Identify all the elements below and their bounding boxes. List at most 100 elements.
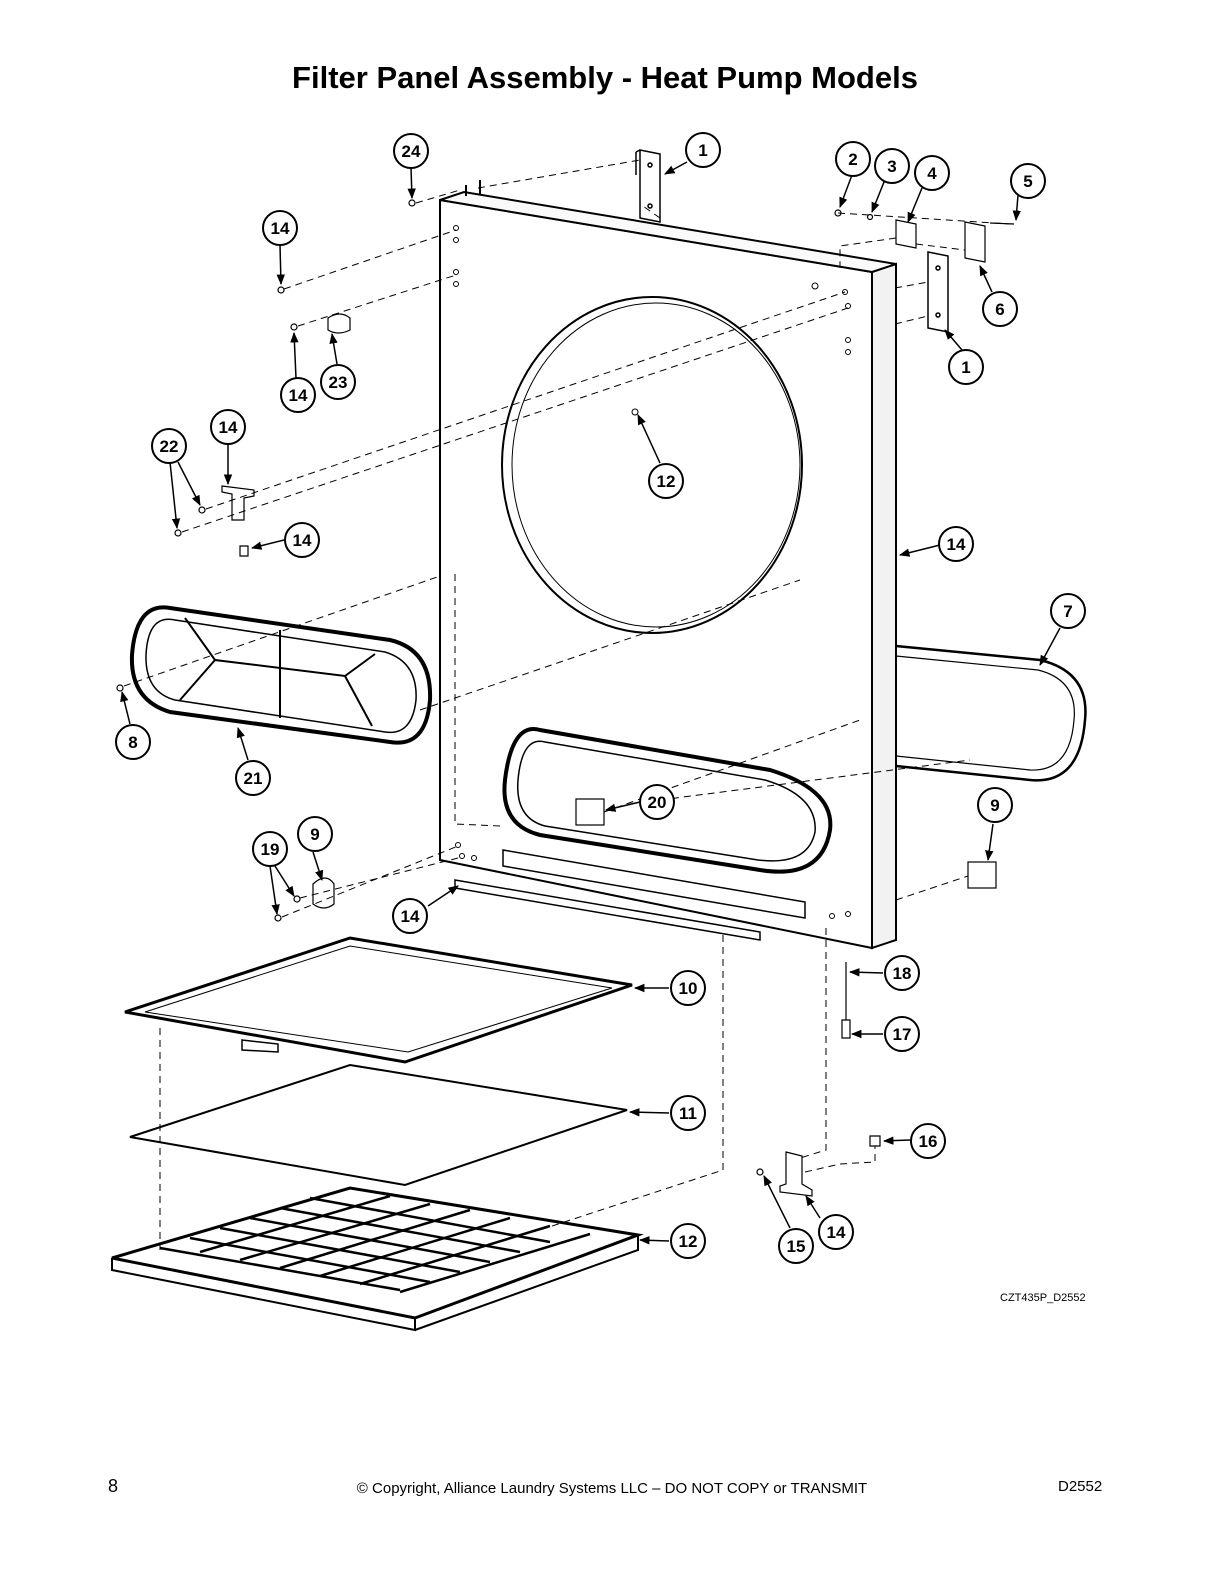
mounting-bracket-right — [927, 251, 949, 333]
page-number: 8 — [108, 1476, 119, 1496]
callout-circle — [393, 133, 429, 169]
callout-circle — [648, 463, 684, 499]
callout-circle — [284, 522, 320, 558]
callout-12: 12 — [670, 1223, 706, 1259]
callout-circle — [210, 409, 246, 445]
callout-1: 1 — [685, 132, 721, 168]
callout-circle — [392, 898, 428, 934]
callout-label: 9 — [310, 825, 319, 844]
callout-6: 6 — [982, 291, 1018, 327]
bottom-channel — [454, 849, 806, 941]
callout-circle — [639, 784, 675, 820]
callout-label: 14 — [271, 219, 290, 238]
callout-circle — [235, 760, 271, 796]
callout-16: 16 — [910, 1123, 946, 1159]
callout-8: 8 — [115, 724, 151, 760]
callout-circle — [297, 816, 333, 852]
alignment-lines — [123, 159, 1011, 1250]
mounting-bracket-top — [635, 149, 661, 223]
callout-label: 1 — [961, 358, 970, 377]
callout-15: 15 — [778, 1228, 814, 1264]
callout-20: 20 — [639, 784, 675, 820]
callout-circle — [977, 787, 1013, 823]
filter-frame — [124, 936, 633, 1064]
document-code: D2552 — [1058, 1478, 1103, 1495]
callout-11: 11 — [670, 1095, 706, 1131]
callout-label: 2 — [848, 150, 857, 169]
callout-circle — [874, 148, 910, 184]
callout-circle — [884, 955, 920, 991]
callout-label: 5 — [1023, 172, 1032, 191]
callout-label: 15 — [787, 1237, 806, 1256]
callout-circle — [910, 1123, 946, 1159]
callout-14: 14 — [262, 210, 298, 246]
callout-label: 20 — [648, 793, 667, 812]
callout-label: 18 — [893, 964, 912, 983]
callout-label: 24 — [402, 142, 421, 161]
copyright-notice: © Copyright, Alliance Laundry Systems LL… — [356, 1480, 868, 1497]
callout-14: 14 — [280, 377, 316, 413]
callout-14: 14 — [938, 526, 974, 562]
duct-frame — [895, 644, 1087, 782]
callout-circle — [948, 349, 984, 385]
callout-9: 9 — [297, 816, 333, 852]
callout-circle — [320, 364, 356, 400]
callout-label: 14 — [401, 907, 420, 926]
callout-21: 21 — [235, 760, 271, 796]
drawing-code: CZT435P_D2552 — [1000, 1292, 1086, 1304]
callout-label: 1 — [698, 141, 707, 160]
callout-9: 9 — [977, 787, 1013, 823]
callout-label: 17 — [893, 1025, 912, 1044]
callout-label: 14 — [293, 531, 312, 550]
callout-label: 9 — [990, 796, 999, 815]
callout-1: 1 — [948, 349, 984, 385]
callout-circle — [151, 428, 187, 464]
callout-circle — [115, 724, 151, 760]
callout-label: 7 — [1063, 602, 1072, 621]
callout-circle — [982, 291, 1018, 327]
callout-3: 3 — [874, 148, 910, 184]
callout-circle — [914, 155, 950, 191]
callout-label: 14 — [289, 386, 308, 405]
callout-18: 18 — [884, 955, 920, 991]
callout-14: 14 — [284, 522, 320, 558]
callout-circle — [262, 210, 298, 246]
leader-lines — [120, 161, 1061, 1245]
callout-label: 14 — [827, 1223, 846, 1242]
callout-circle — [818, 1214, 854, 1250]
callout-22: 22 — [151, 428, 187, 464]
callout-circle — [670, 970, 706, 1006]
callout-19: 19 — [252, 831, 288, 867]
callout-label: 21 — [244, 769, 263, 788]
filter-tray — [111, 1186, 644, 1332]
callout-label: 23 — [329, 373, 348, 392]
callout-10: 10 — [670, 970, 706, 1006]
callout-label: 3 — [887, 157, 896, 176]
callout-14: 14 — [210, 409, 246, 445]
callout-label: 12 — [679, 1232, 698, 1251]
callout-2: 2 — [835, 141, 871, 177]
callout-4: 4 — [914, 155, 950, 191]
callout-circle — [938, 526, 974, 562]
callout-circle — [778, 1228, 814, 1264]
callout-14: 14 — [392, 898, 428, 934]
small-hardware — [116, 199, 1015, 1197]
callout-24: 24 — [393, 133, 429, 169]
callout-23: 23 — [320, 364, 356, 400]
callout-label: 11 — [679, 1104, 697, 1123]
callout-label: 10 — [679, 979, 698, 998]
callout-circle — [685, 132, 721, 168]
callout-12: 12 — [648, 463, 684, 499]
callout-label: 14 — [947, 535, 966, 554]
callout-circle — [884, 1016, 920, 1052]
callout-circle — [1050, 593, 1086, 629]
callout-circle — [835, 141, 871, 177]
callout-label: 6 — [995, 300, 1004, 319]
callout-label: 8 — [128, 733, 137, 752]
callout-label: 14 — [219, 418, 238, 437]
callout-14: 14 — [818, 1214, 854, 1250]
callout-label: 22 — [160, 437, 179, 456]
callout-circle — [1010, 163, 1046, 199]
